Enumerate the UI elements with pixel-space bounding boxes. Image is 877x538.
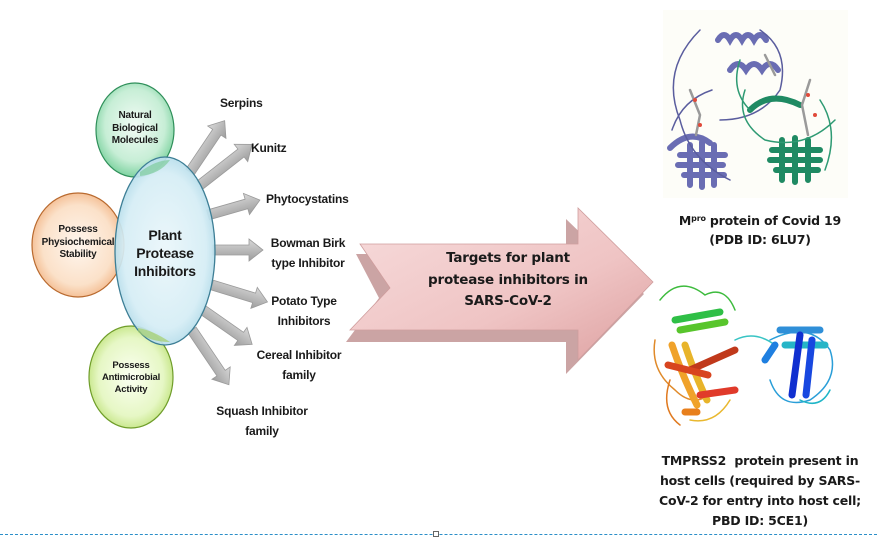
property-circle-antimicrobial bbox=[88, 325, 174, 429]
inhibitor-label-line: Cereal Inhibitor bbox=[256, 348, 342, 362]
inhibitor-label-squash: Squash Inhibitor family bbox=[214, 401, 310, 442]
inhibitor-label-line: Potato Type bbox=[271, 294, 337, 308]
arrow-squash bbox=[187, 326, 231, 386]
inhibitor-label-potato: Potato Type Inhibitors bbox=[266, 291, 342, 332]
inhibitor-label-bowman-birk: Bowman Birk type Inhibitor bbox=[268, 233, 348, 274]
property-label-line: Antimicrobial bbox=[101, 371, 161, 383]
property-label-line: Physiochemical bbox=[41, 236, 115, 248]
property-label-line: Activity bbox=[114, 383, 148, 395]
inhibitor-label-phytocystatins: Phytocystatins bbox=[266, 192, 349, 207]
mpro-protein-image bbox=[663, 10, 848, 198]
tmprss2-caption: TMPRSS2 protein present in host cells (r… bbox=[645, 451, 875, 531]
mpro-name: M bbox=[678, 213, 692, 228]
inhibitor-label-line: type Inhibitor bbox=[271, 256, 345, 271]
big-arrow-label-line: protease inhibitors in bbox=[428, 271, 588, 288]
property-label-line: Possess bbox=[112, 360, 150, 371]
big-target-arrow bbox=[346, 207, 654, 374]
inhibitor-label-line: Phytocystatins bbox=[266, 192, 349, 206]
arrow-serpins bbox=[185, 120, 227, 176]
tmprss2-protein-image bbox=[653, 285, 834, 426]
center-label-line: Inhibitors bbox=[134, 263, 196, 280]
arrow-bowman-birk bbox=[212, 238, 264, 262]
inhibitor-label-line: family bbox=[282, 368, 316, 383]
inhibitor-label-line: Squash Inhibitor bbox=[216, 404, 308, 418]
property-label-line: Biological bbox=[112, 122, 158, 134]
tmprss2-caption-line: CoV-2 for entry into host cell; bbox=[659, 493, 861, 508]
mpro-caption-line1: Mpro protein of Covid 19 bbox=[650, 211, 870, 230]
center-label-line: Plant bbox=[148, 227, 182, 243]
center-label: Plant Protease Inhibitors bbox=[120, 226, 210, 281]
property-label-line: Natural bbox=[118, 110, 152, 121]
mpro-caption: Mpro protein of Covid 19 (PDB ID: 6LU7) bbox=[650, 211, 870, 250]
arrow-potato bbox=[210, 279, 269, 310]
mpro-caption-text: protein of Covid 19 bbox=[705, 213, 842, 228]
big-arrow-label-line: Targets for plant bbox=[446, 250, 570, 266]
property-label-line: Stability bbox=[59, 249, 97, 260]
arrow-kunitz bbox=[196, 143, 253, 190]
inhibitor-label-line: family bbox=[245, 424, 279, 439]
inhibitor-label-line: Kunitz bbox=[251, 141, 287, 155]
property-label-natural: Natural Biological Molecules bbox=[100, 110, 170, 148]
center-ellipse bbox=[114, 156, 216, 346]
mpro-caption-line2: (PDB ID: 6LU7) bbox=[709, 232, 811, 248]
inhibitor-label-line: Serpins bbox=[220, 96, 263, 110]
overlap-antimicrobial bbox=[138, 328, 170, 342]
big-arrow-label: Targets for plant protease inhibitors in… bbox=[408, 248, 608, 313]
inhibitor-label-line: Bowman Birk bbox=[270, 236, 346, 250]
property-label-line: Possess bbox=[58, 224, 98, 235]
inhibitor-label-cereal: Cereal Inhibitor family bbox=[251, 345, 347, 386]
inhibitor-arrows bbox=[185, 120, 269, 386]
property-label-line: Molecules bbox=[111, 135, 159, 146]
inhibitor-label-serpins: Serpins bbox=[220, 96, 263, 111]
center-label-line: Protease bbox=[136, 245, 194, 262]
overlap-natural bbox=[140, 160, 170, 176]
big-arrow-label-line: SARS-CoV-2 bbox=[464, 293, 552, 310]
inhibitor-label-line: Inhibitors bbox=[277, 314, 331, 329]
tmprss2-caption-line: PBD ID: 5CE1) bbox=[711, 513, 808, 528]
arrow-phytocystatins bbox=[206, 192, 261, 221]
property-label-stability: Possess Physiochemical Stability bbox=[33, 224, 123, 262]
mpro-superscript: pro bbox=[691, 214, 706, 223]
property-label-antimicrobial: Possess Antimicrobial Activity bbox=[91, 360, 171, 396]
arrow-cereal bbox=[199, 305, 253, 346]
inhibitor-label-kunitz: Kunitz bbox=[251, 141, 287, 156]
tmprss2-caption-line: TMPRSS2 protein present in bbox=[661, 453, 859, 468]
resize-handle[interactable] bbox=[433, 531, 439, 537]
tmprss2-caption-line: host cells (required by SARS- bbox=[659, 473, 861, 488]
